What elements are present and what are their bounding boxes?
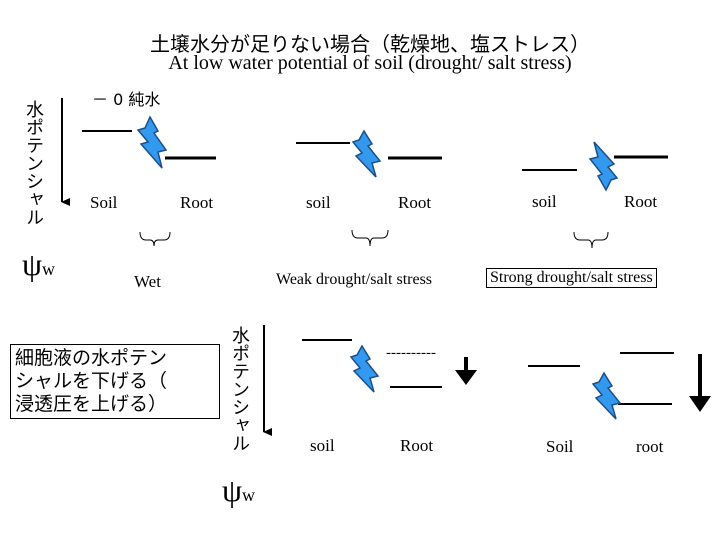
bottom-panel2-root-label: root — [636, 437, 664, 456]
cell-note-line-3: 浸透圧を上げる） — [15, 393, 168, 415]
panel3-soil-label: soil — [532, 192, 557, 211]
down-arrow-small-icon — [455, 357, 477, 385]
brace-panel3 — [573, 231, 609, 249]
condition-weak-stress: Weak drought/salt stress — [276, 271, 433, 288]
brace-panel1 — [139, 231, 171, 247]
dashed-level-line: ---------- — [386, 345, 436, 361]
down-arrow-large-icon — [689, 354, 711, 412]
cell-note-line-1: 細胞液の水ポテン — [15, 347, 168, 369]
flow-arrow-panel1-icon — [136, 115, 168, 169]
panel2-soil-label: soil — [306, 193, 331, 212]
brace-panel2 — [351, 229, 389, 247]
condition-wet: Wet — [134, 272, 161, 291]
title-english: At low water potential of soil (drought/… — [168, 52, 572, 74]
cell-note-line-2: シャルを下げる（ — [15, 370, 168, 392]
flow-arrow-bottom1-icon — [349, 344, 380, 393]
psi-symbol-middle: ψw — [222, 472, 256, 508]
flow-arrow-panel3-icon — [588, 141, 619, 192]
psi-symbol-left: ψw — [22, 246, 56, 282]
axis-label-middle: 水ポテンシャル — [229, 326, 250, 452]
panel1-soil-label: Soil — [90, 193, 118, 212]
panel3-root-label: Root — [624, 192, 658, 211]
panel1-root-label: Root — [180, 193, 214, 212]
flow-arrow-panel2-icon — [351, 129, 382, 178]
flow-arrow-bottom2-icon — [591, 371, 622, 420]
title-japanese: 土壌水分が足りない場合（乾燥地、塩ストレス） — [150, 32, 590, 56]
bottom-panel1-root-label: Root — [400, 436, 434, 455]
panel2-root-label: Root — [398, 193, 432, 212]
cell-sap-note: 細胞液の水ポテン シャルを下げる（ 浸透圧を上げる） — [10, 344, 220, 419]
bottom-panel1-soil-label: soil — [310, 436, 335, 455]
bottom-panel2-soil-label: Soil — [546, 437, 574, 456]
zero-pure-water-label: － 0 純水 — [92, 90, 161, 109]
condition-strong-stress: Strong drought/salt stress — [486, 268, 657, 288]
axis-label-left: 水ポテンシャル — [23, 100, 44, 226]
